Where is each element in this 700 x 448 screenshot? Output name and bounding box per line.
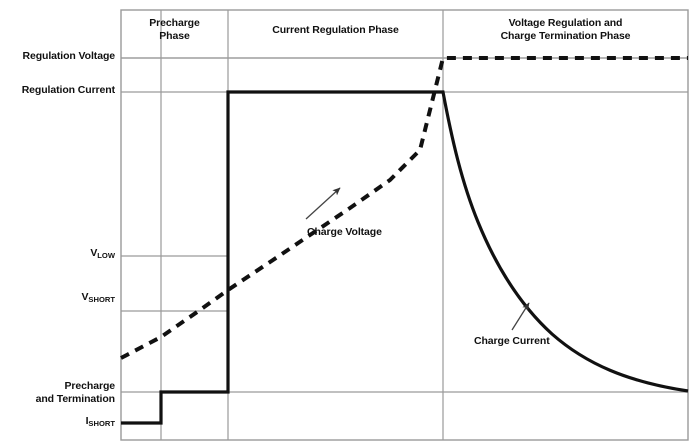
annotation-arrows <box>305 187 530 331</box>
axis-label-i-short-main: I <box>85 415 89 427</box>
phase-header-voltage-regulation: Voltage Regulation and Charge Terminatio… <box>443 17 688 42</box>
axis-label-precharge-termination: Precharge and Termination <box>0 380 116 405</box>
axis-label-v-short-main: V <box>81 291 89 303</box>
axis-label-regulation-current: Regulation Current <box>21 84 115 96</box>
phase-header-current-regulation-line1: Current Regulation Phase <box>272 24 399 36</box>
axis-label-regulation-voltage: Regulation Voltage <box>22 50 115 62</box>
axis-label-precharge-termination-line2: and Termination <box>35 392 116 405</box>
plot-frame <box>120 9 689 441</box>
axis-label-v-low: VLOW <box>0 247 115 260</box>
charge-current-arrow <box>511 302 530 331</box>
curve-label-charge-voltage: Charge Voltage <box>307 226 382 238</box>
plot-border <box>120 9 689 441</box>
phase-header-current-regulation: Current Regulation Phase <box>228 24 443 37</box>
vertical-gridlines <box>160 10 444 440</box>
phase-header-precharge: Precharge Phase <box>121 17 228 42</box>
axis-label-i-short-subscript: SHORT <box>88 418 115 428</box>
axis-label-precharge-termination-line1: Precharge <box>64 380 116 392</box>
phase-header-precharge-line2: Phase <box>159 29 190 42</box>
charge-current-curve <box>121 90 689 425</box>
axis-label-v-short-subscript: SHORT <box>88 294 115 304</box>
phase-header-precharge-line1: Precharge <box>149 17 200 29</box>
phase-header-voltage-regulation-line2: Charge Termination Phase <box>500 29 631 42</box>
curve-label-charge-current: Charge Current <box>474 335 550 347</box>
charge-voltage-curve <box>120 56 688 360</box>
axis-label-v-low-subscript: LOW <box>97 250 115 260</box>
axis-label-v-short: VSHORT <box>0 291 115 304</box>
phase-header-voltage-regulation-line1: Voltage Regulation and <box>508 17 623 29</box>
axis-label-i-short: ISHORT <box>0 415 115 428</box>
axis-label-v-low-main: V <box>90 247 98 259</box>
charge-voltage-arrow <box>305 187 341 220</box>
